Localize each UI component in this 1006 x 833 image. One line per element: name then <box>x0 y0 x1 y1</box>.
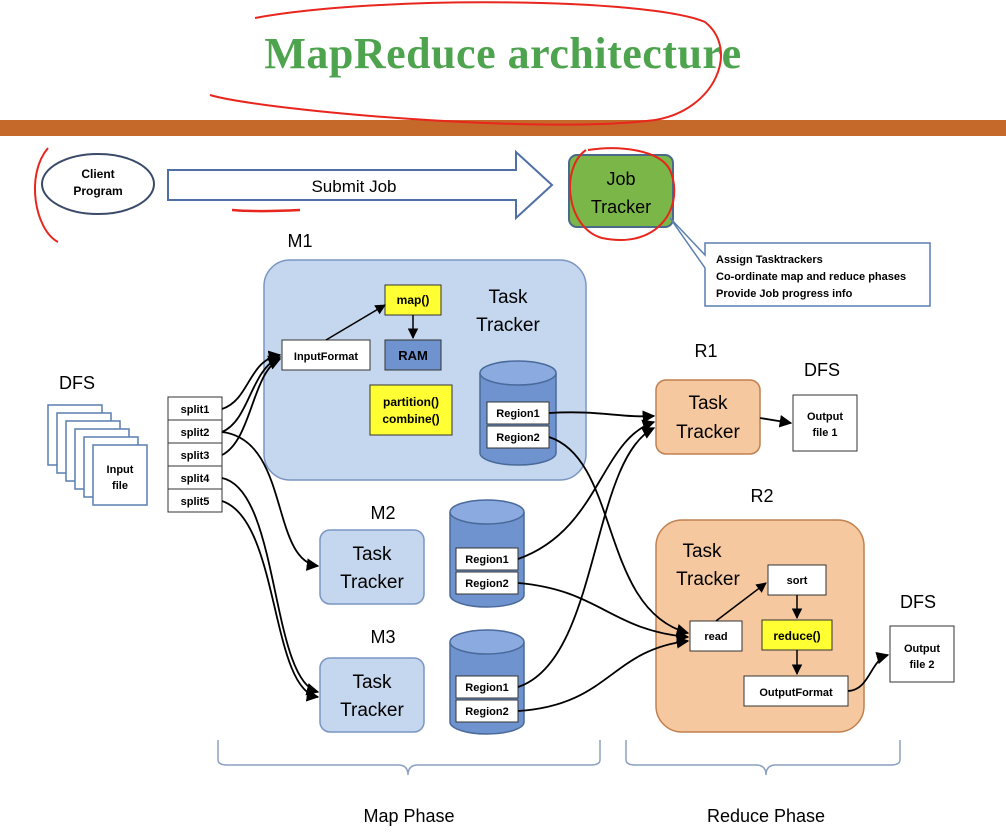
r1-dfs-label: DFS <box>804 360 840 380</box>
m1-region1-label: Region1 <box>496 408 539 420</box>
ram-label: RAM <box>398 348 428 363</box>
job-tracker-label-1: Job <box>606 169 635 189</box>
m3-region1-label: Region1 <box>465 682 508 694</box>
output-file2-label-2: file 2 <box>909 659 934 671</box>
reduce-phase-label: Reduce Phase <box>707 806 825 826</box>
m1-region2-label: Region2 <box>496 432 539 444</box>
m3-label: M3 <box>370 627 395 647</box>
partition-label: partition() <box>383 395 439 409</box>
map-phase-brace <box>217 740 601 776</box>
submit-job-label: Submit Job <box>311 177 396 196</box>
m3-task-tracker: M3 Task Tracker Region1 Region2 <box>319 627 525 735</box>
output-file1-label-2: file 1 <box>812 427 837 439</box>
m2-tt-label-1: Task <box>352 544 392 565</box>
m3-tt-label-2: Tracker <box>340 700 404 721</box>
dfs-input-label: DFS <box>59 373 95 393</box>
output-file2-label-1: Output <box>904 643 940 655</box>
r1-task-tracker: R1 Task Tracker DFS Output file 1 <box>655 341 858 455</box>
m2-task-tracker: M2 Task Tracker Region1 Region2 <box>319 499 525 608</box>
sort-label: sort <box>787 575 808 587</box>
r1-label: R1 <box>694 341 717 361</box>
r2-label: R2 <box>750 486 773 506</box>
map-phase-label: Map Phase <box>363 806 454 826</box>
callout-line-3: Provide Job progress info <box>716 288 853 300</box>
m3-tt-label-1: Task <box>352 672 392 693</box>
split-1: split1 <box>181 404 210 416</box>
callout-line-1: Assign Tasktrackers <box>716 254 823 266</box>
split-3: split3 <box>181 450 210 462</box>
map-fn-label: map() <box>397 293 430 307</box>
input-format-label: InputFormat <box>294 351 358 363</box>
r1-tt-label-2: Tracker <box>676 422 740 443</box>
m2-region1-label: Region1 <box>465 554 508 566</box>
m1-tt-label-2: Tracker <box>476 315 540 336</box>
read-label: read <box>704 631 727 643</box>
submit-job-arrow: Submit Job <box>167 149 554 221</box>
client-label-1: Client <box>81 167 114 181</box>
reduce-fn-label: reduce() <box>773 629 820 643</box>
r2-dfs-label: DFS <box>900 592 936 612</box>
client-program: Client Program <box>41 153 155 215</box>
job-tracker-label-2: Tracker <box>591 197 651 217</box>
job-tracker: Job Tracker <box>568 154 674 228</box>
r2-task-tracker: R2 Task Tracker read sort reduce() Outpu… <box>655 486 955 733</box>
job-tracker-callout: Assign Tasktrackers Co-ordinate map and … <box>669 217 931 307</box>
r2-tt-label-1: Task <box>682 541 722 562</box>
output-format-label: OutputFormat <box>759 687 833 699</box>
input-file-label-1: Input <box>107 464 134 476</box>
reduce-phase-brace <box>625 740 901 776</box>
split-5: split5 <box>181 496 210 508</box>
output-file1-label-1: Output <box>807 411 843 423</box>
r1-tt-label-1: Task <box>688 393 728 414</box>
m2-label: M2 <box>370 503 395 523</box>
m1-label: M1 <box>287 231 312 251</box>
m1-task-tracker: M1 Task Tracker InputFormat map() RAM pa… <box>263 231 587 481</box>
m3-region2-label: Region2 <box>465 706 508 718</box>
m1-tt-label-1: Task <box>488 287 528 308</box>
callout-line-2: Co-ordinate map and reduce phases <box>716 271 906 283</box>
splits: split1 split2 split3 split4 split5 <box>167 396 223 513</box>
m2-tt-label-2: Tracker <box>340 572 404 593</box>
split-4: split4 <box>181 473 211 485</box>
m2-region2-label: Region2 <box>465 578 508 590</box>
client-label-2: Program <box>73 184 122 198</box>
split-2: split2 <box>181 427 210 439</box>
combine-label: combine() <box>382 412 439 426</box>
r2-tt-label-2: Tracker <box>676 569 740 590</box>
dfs-input: DFS Input file <box>47 373 148 506</box>
input-file-label-2: file <box>112 480 128 492</box>
flow-arrows <box>221 350 890 712</box>
